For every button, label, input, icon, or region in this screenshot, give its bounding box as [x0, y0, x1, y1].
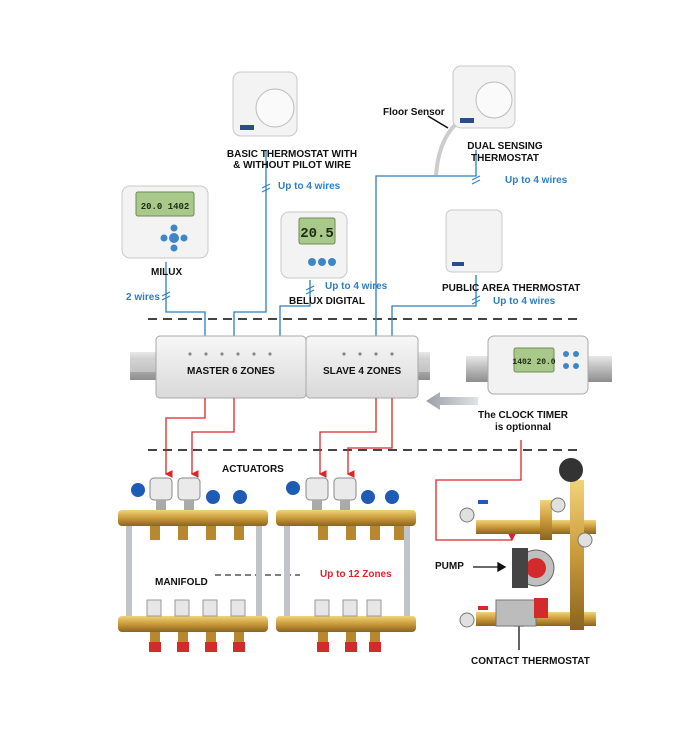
slave-zones-label: SLAVE 4 ZONES [323, 366, 402, 377]
wire-count-marks [161, 175, 481, 305]
pump-group [459, 458, 596, 630]
manifold-label: MANIFOLD [155, 577, 208, 588]
manifold-right [276, 477, 416, 652]
dual-sensing-title-line1: DUAL SENSING [467, 141, 543, 152]
contact-thermostat-label: CONTACT THERMOSTAT [471, 656, 590, 667]
slave-zone-box [305, 335, 419, 399]
belux-digital-title: BELUX DIGITAL [289, 296, 365, 307]
milux-screen-text: 20.0 1402 [141, 202, 190, 212]
up-to-12-zones-label: Up to 12 Zones [320, 569, 392, 580]
grey-arrow-icon [426, 392, 478, 410]
dual-sensing-thermostat-device [452, 65, 516, 129]
red-wiring [164, 398, 522, 542]
timer-screen-text: 1402 20.0 [512, 358, 555, 367]
dual-sensing-title-line2: THERMOSTAT [471, 153, 539, 164]
public-area-thermostat-device [445, 209, 503, 273]
milux-wires-label: 2 wires [126, 292, 160, 303]
public-wires-label: Up to 4 wires [493, 296, 556, 307]
floor-sensor-probe [427, 115, 457, 176]
basic-wires-label: Up to 4 wires [278, 181, 341, 192]
basic-thermostat-title-line1: BASIC THERMOSTAT WITH [226, 149, 358, 160]
belux-screen-text: 20.5 [300, 226, 334, 242]
basic-thermostat-device [232, 71, 298, 137]
milux-title: MILUX [151, 267, 183, 278]
milux-thermostat-device [121, 185, 209, 259]
pump-label: PUMP [435, 561, 464, 572]
basic-thermostat-title-line2: & WITHOUT PILOT WIRE [233, 160, 351, 171]
manifold-left [118, 477, 268, 652]
belux-wires-label: Up to 4 wires [325, 281, 388, 292]
actuators-label: ACTUATORS [222, 464, 284, 475]
blue-wiring [165, 150, 477, 352]
public-area-title: PUBLIC AREA THERMOSTAT [442, 283, 581, 294]
terminal-dots [188, 352, 394, 356]
clock-timer-note-line2: is optionnal [494, 422, 552, 433]
master-zones-label: MASTER 6 ZONES [187, 366, 275, 377]
belux-digital-device [280, 211, 348, 279]
dual-wires-label: Up to 4 wires [505, 175, 568, 186]
floor-sensor-label: Floor Sensor [383, 107, 445, 118]
clock-timer-note-line1: The CLOCK TIMER [478, 410, 568, 421]
clock-timer-device [487, 335, 589, 395]
